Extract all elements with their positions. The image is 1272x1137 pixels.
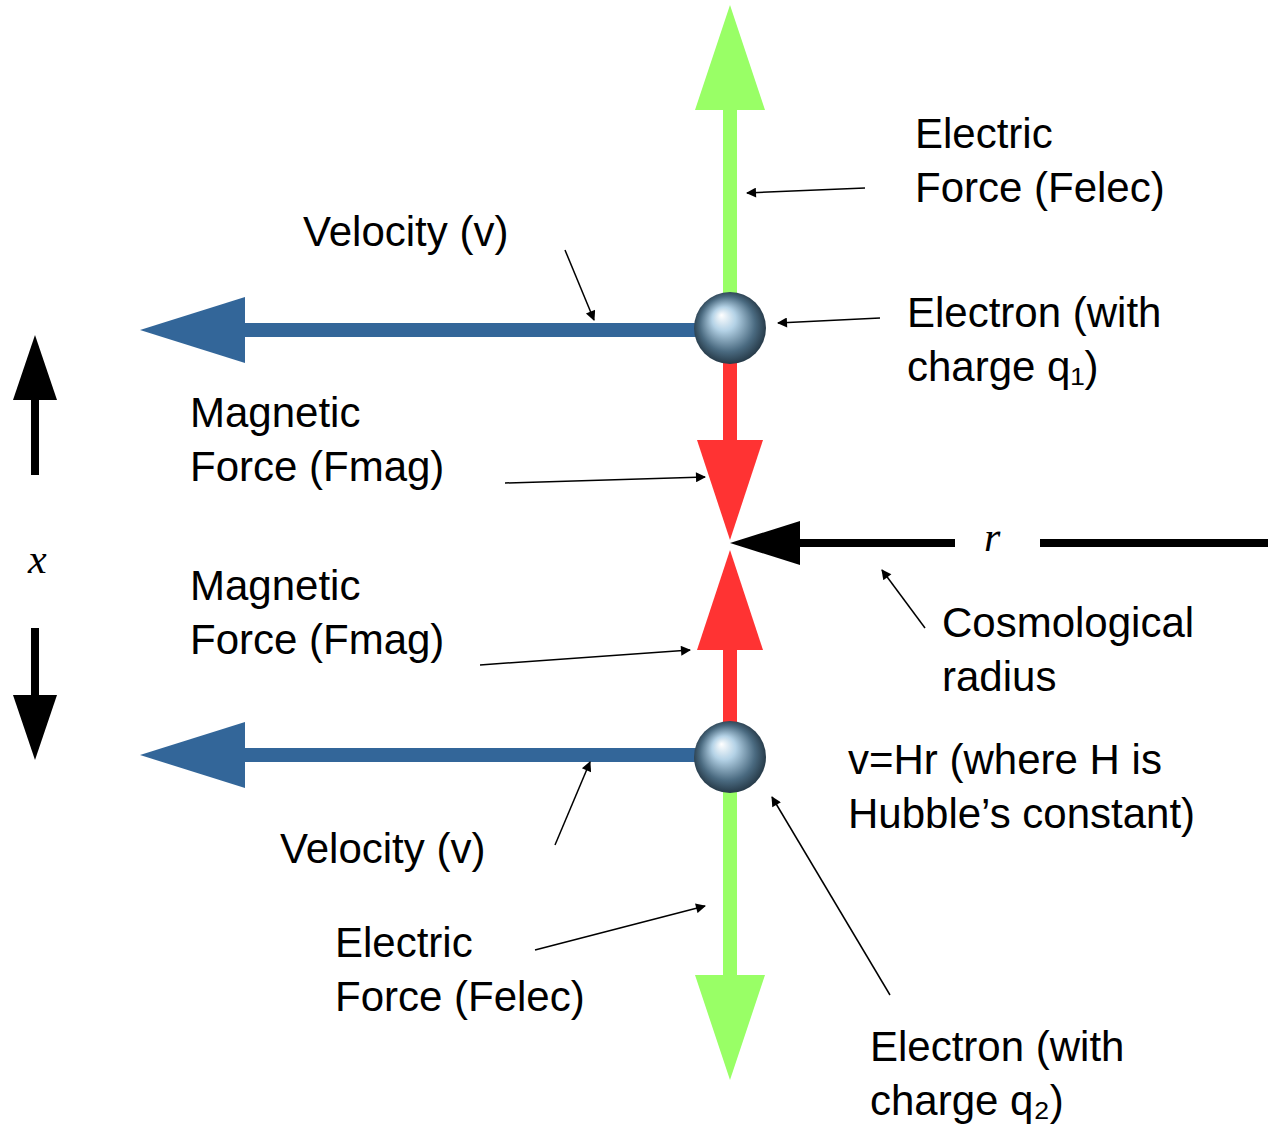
leader-line bbox=[535, 906, 705, 950]
radius-arrow-head bbox=[730, 521, 800, 565]
magnetic-force-shaft bbox=[723, 643, 737, 728]
leader-line bbox=[480, 650, 690, 665]
dimension-arrow-head bbox=[13, 335, 57, 400]
electric-force-head bbox=[695, 975, 765, 1080]
magnetic-force-head bbox=[697, 550, 763, 650]
dimension-arrow-shaft bbox=[31, 628, 39, 700]
electric-force-shaft bbox=[723, 100, 737, 300]
magnetic-force-shaft bbox=[723, 355, 737, 447]
radius-line bbox=[1040, 539, 1268, 547]
leader-line bbox=[555, 762, 590, 845]
electron-label: Electron (with charge q₂) bbox=[870, 1020, 1170, 1128]
radius-symbol: r bbox=[984, 510, 1000, 564]
electron-sphere bbox=[694, 292, 766, 364]
dimension-arrow-shaft bbox=[31, 395, 39, 475]
velocity-head bbox=[140, 297, 245, 363]
velocity-head bbox=[140, 722, 245, 788]
force-label: Magnetic Force (Fmag) bbox=[190, 386, 510, 494]
electric-force-shaft bbox=[723, 785, 737, 980]
leader-line bbox=[747, 188, 865, 193]
velocity-shaft bbox=[238, 323, 703, 337]
dimension-arrow-head bbox=[13, 695, 57, 760]
force-label: Electric Force (Felec) bbox=[915, 107, 1235, 215]
electron-sphere bbox=[694, 721, 766, 793]
electron-label: Electron (with charge q₁) bbox=[907, 286, 1207, 394]
force-label: Magnetic Force (Fmag) bbox=[190, 559, 510, 667]
radius-line bbox=[795, 539, 955, 547]
leader-line bbox=[505, 477, 705, 483]
velocity-label: Velocity (v) bbox=[303, 205, 508, 259]
hubble-note: v=Hr (where H is Hubble’s constant) bbox=[848, 733, 1263, 841]
magnetic-force-head bbox=[697, 440, 763, 540]
radius-label: Cosmological radius bbox=[942, 596, 1242, 704]
leader-line bbox=[565, 250, 594, 320]
force-label: Electric Force (Felec) bbox=[335, 916, 655, 1024]
leader-line bbox=[778, 318, 880, 323]
leader-line bbox=[882, 570, 925, 628]
dimension-symbol: x bbox=[28, 532, 47, 586]
electric-force-head bbox=[695, 5, 765, 110]
velocity-label: Velocity (v) bbox=[280, 822, 485, 876]
velocity-shaft bbox=[238, 748, 703, 762]
